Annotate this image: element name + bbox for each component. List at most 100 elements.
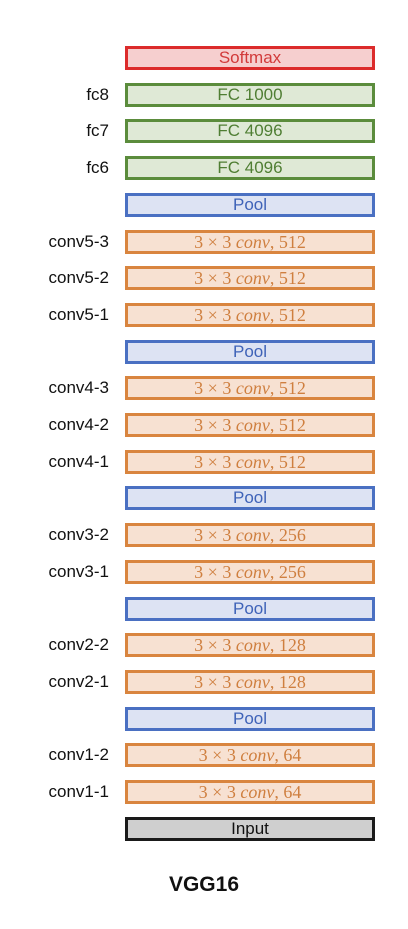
- layer-row: conv5-3 3 × 3 conv, 512: [0, 229, 408, 254]
- conv-kernel-size: 3 × 3: [198, 745, 241, 766]
- conv-layer-box: 3 × 3 conv, 256: [125, 559, 375, 584]
- layer-label: fc7: [86, 121, 109, 141]
- fc-layer-box: FC 4096: [125, 156, 375, 181]
- conv-channels: 256: [278, 525, 306, 546]
- layer-text: Input: [231, 818, 269, 838]
- conv-op-name: conv: [235, 525, 270, 546]
- layer-row: Pool: [0, 339, 408, 364]
- conv-layer-box: 3 × 3 conv, 64: [125, 743, 375, 768]
- conv-separator: ,: [269, 304, 279, 325]
- pool-layer-box: Pool: [125, 339, 375, 364]
- layer-row: Pool: [0, 486, 408, 511]
- conv-kernel-size: 3 × 3: [194, 378, 236, 399]
- layer-row: conv3-1 3 × 3 conv, 256: [0, 559, 408, 584]
- layer-row: conv4-1 3 × 3 conv, 512: [0, 449, 408, 474]
- layer-row: fc6 FC 4096: [0, 156, 408, 181]
- layer-text: FC 4096: [217, 158, 283, 178]
- conv-channels: 64: [283, 782, 302, 802]
- pool-layer-box: Pool: [125, 596, 375, 621]
- layer-row: fc8 FC 1000: [0, 82, 408, 107]
- layer-label: conv4-2: [48, 415, 109, 434]
- layer-label: conv4-1: [48, 451, 109, 471]
- conv-kernel-size: 3 × 3: [194, 451, 236, 472]
- conv-kernel-size: 3 × 3: [194, 415, 236, 435]
- fc-layer-box: FC 1000: [125, 82, 375, 107]
- conv-kernel-size: 3 × 3: [198, 782, 241, 802]
- softmax-layer-box: Softmax: [125, 46, 375, 70]
- layer-text: Pool: [232, 708, 268, 728]
- conv-kernel-size: 3 × 3: [194, 231, 236, 252]
- conv-op-name: conv: [235, 268, 270, 289]
- conv-channels: 256: [278, 561, 306, 582]
- layer-label: conv1-1: [48, 782, 109, 801]
- pool-layer-box: Pool: [125, 192, 375, 217]
- layer-row: conv3-2 3 × 3 conv, 256: [0, 523, 408, 548]
- conv-layer-box: 3 × 3 conv, 512: [125, 449, 375, 474]
- input-layer-box: Input: [125, 816, 375, 841]
- conv-separator: ,: [269, 378, 279, 399]
- conv-channels: 512: [278, 231, 306, 252]
- layer-text: FC 1000: [217, 84, 283, 104]
- conv-separator: ,: [269, 415, 279, 435]
- conv-separator: ,: [269, 451, 279, 472]
- conv-separator: ,: [269, 561, 279, 582]
- conv-separator: ,: [269, 671, 279, 692]
- conv-op-name: conv: [235, 451, 270, 472]
- conv-separator: ,: [274, 745, 284, 766]
- layer-label: fc6: [86, 158, 109, 178]
- conv-layer-box: 3 × 3 conv, 512: [125, 229, 375, 254]
- layer-row: Softmax: [0, 46, 408, 70]
- conv-channels: 64: [283, 745, 302, 766]
- conv-layer-box: 3 × 3 conv, 512: [125, 376, 375, 401]
- conv-op-name: conv: [235, 671, 270, 692]
- fc-layer-box: FC 4096: [125, 119, 375, 144]
- layer-row: conv1-2 3 × 3 conv, 64: [0, 743, 408, 768]
- layer-label: conv2-2: [48, 635, 109, 655]
- conv-layer-box: 3 × 3 conv, 64: [125, 780, 375, 804]
- conv-kernel-size: 3 × 3: [194, 561, 236, 582]
- layer-text: FC 4096: [217, 121, 283, 141]
- conv-layer-box: 3 × 3 conv, 256: [125, 523, 375, 548]
- conv-channels: 128: [278, 635, 306, 656]
- layer-row: conv4-2 3 × 3 conv, 512: [0, 413, 408, 437]
- layer-text: Pool: [232, 341, 268, 361]
- conv-kernel-size: 3 × 3: [194, 304, 236, 325]
- conv-layer-box: 3 × 3 conv, 512: [125, 413, 375, 437]
- layer-label: conv5-2: [48, 268, 109, 288]
- conv-kernel-size: 3 × 3: [194, 525, 236, 546]
- conv-separator: ,: [269, 268, 279, 289]
- conv-layer-box: 3 × 3 conv, 512: [125, 266, 375, 291]
- layer-row: Pool: [0, 192, 408, 217]
- layer-label: conv5-1: [48, 304, 109, 324]
- conv-op-name: conv: [240, 745, 275, 766]
- pool-layer-box: Pool: [125, 486, 375, 511]
- conv-separator: ,: [274, 782, 284, 802]
- layer-label: conv4-3: [48, 378, 109, 398]
- layer-text: Pool: [232, 488, 268, 508]
- conv-op-name: conv: [235, 378, 270, 399]
- layer-row: Input: [0, 816, 408, 841]
- conv-channels: 512: [278, 378, 306, 399]
- pool-layer-box: Pool: [125, 706, 375, 731]
- conv-separator: ,: [269, 525, 279, 546]
- conv-op-name: conv: [235, 304, 270, 325]
- conv-op-name: conv: [235, 415, 270, 435]
- layer-label: fc8: [86, 84, 109, 104]
- diagram-caption: VGG16: [168, 873, 240, 896]
- layer-label: conv3-1: [48, 561, 109, 581]
- conv-layer-box: 3 × 3 conv, 128: [125, 669, 375, 694]
- layer-label: conv3-2: [48, 525, 109, 545]
- conv-kernel-size: 3 × 3: [194, 635, 236, 656]
- conv-channels: 512: [278, 268, 306, 289]
- layer-label: conv1-2: [48, 745, 109, 765]
- conv-channels: 512: [278, 415, 306, 435]
- conv-op-name: conv: [235, 561, 270, 582]
- conv-channels: 512: [278, 451, 306, 472]
- layer-label: conv5-3: [48, 231, 109, 251]
- layer-row: conv4-3 3 × 3 conv, 512: [0, 376, 408, 401]
- layer-row: conv1-1 3 × 3 conv, 64: [0, 780, 408, 804]
